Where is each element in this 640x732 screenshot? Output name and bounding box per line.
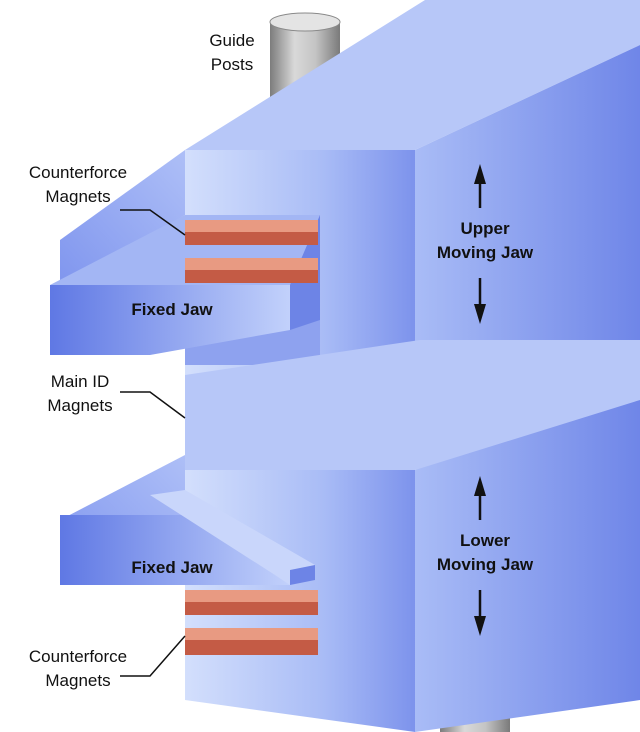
- upper-moving-jaw-label-1: Upper: [460, 219, 510, 238]
- lower-moving-jaw-label-2: Moving Jaw: [437, 555, 534, 574]
- lower-moving-jaw-label-1: Lower: [460, 531, 510, 550]
- guide-posts-label-2: Posts: [211, 55, 254, 74]
- fixed-jaw-upper-label: Fixed Jaw: [131, 300, 213, 319]
- down-arrow-icon: [474, 590, 486, 636]
- main-id-label-1: Main ID: [51, 372, 110, 391]
- counterforce-lower-label-1: Counterforce: [29, 647, 127, 666]
- counterforce-magnets-upper: [185, 220, 318, 283]
- up-arrow-icon: [474, 164, 486, 208]
- upper-moving-jaw-label-2: Moving Jaw: [437, 243, 534, 262]
- fixed-jaw-lower: [60, 490, 315, 585]
- counterforce-upper-label-1: Counterforce: [29, 163, 127, 182]
- guide-posts-label-1: Guide: [209, 31, 254, 50]
- fixed-jaw-lower-label: Fixed Jaw: [131, 558, 213, 577]
- main-id-label-2: Magnets: [47, 396, 112, 415]
- up-arrow-icon: [474, 476, 486, 520]
- counterforce-magnets-lower: [185, 590, 318, 655]
- down-arrow-icon: [474, 278, 486, 324]
- counterforce-upper-label-2: Magnets: [45, 187, 110, 206]
- leader-lines: [120, 209, 186, 677]
- counterforce-lower-label-2: Magnets: [45, 671, 110, 690]
